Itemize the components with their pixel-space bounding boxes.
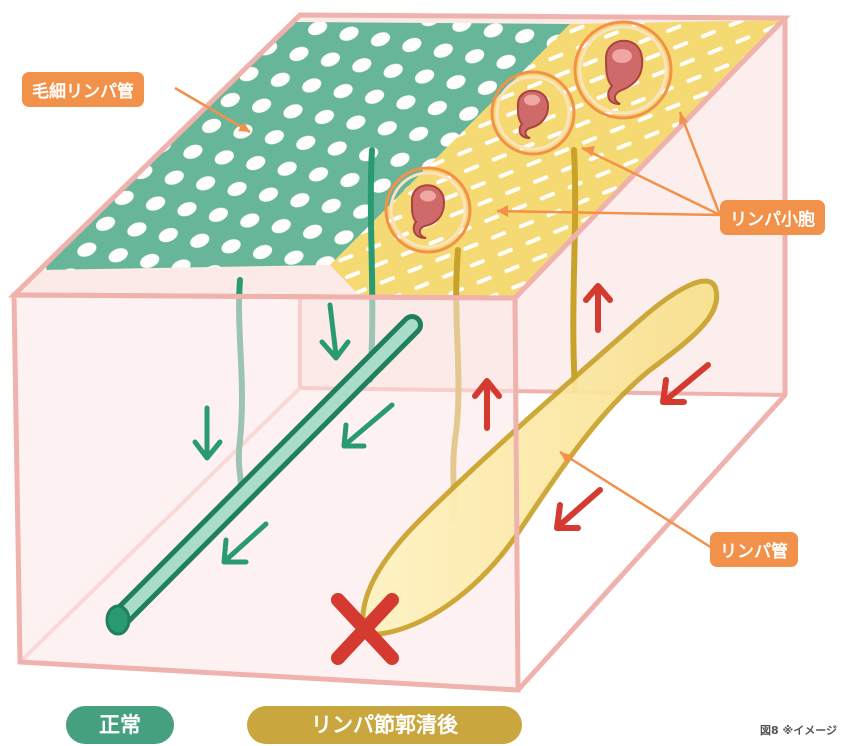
leader-lines [174, 86, 722, 550]
damaged-area [330, 20, 785, 296]
top-surface [14, 15, 785, 298]
figure-caption: 図8 ※イメージ [760, 724, 837, 737]
capillary-mesh [40, 22, 570, 270]
green-arrows [192, 302, 395, 565]
follicle-label: リンパ小胞 [720, 200, 825, 235]
capillary-label: 毛細リンパ管 [22, 72, 144, 107]
cube-front [14, 295, 518, 690]
lymph-follicles [384, 20, 673, 254]
legend-normal: 正常 [66, 706, 174, 744]
legend-after-dissection: リンパ節郭清後 [247, 706, 522, 744]
red-arrows [472, 283, 711, 531]
blockage-x-icon [331, 593, 399, 665]
leader-arrowheads [238, 112, 688, 463]
normal-lymph-vessel [105, 314, 423, 636]
vessel-label: リンパ管 [710, 532, 798, 567]
